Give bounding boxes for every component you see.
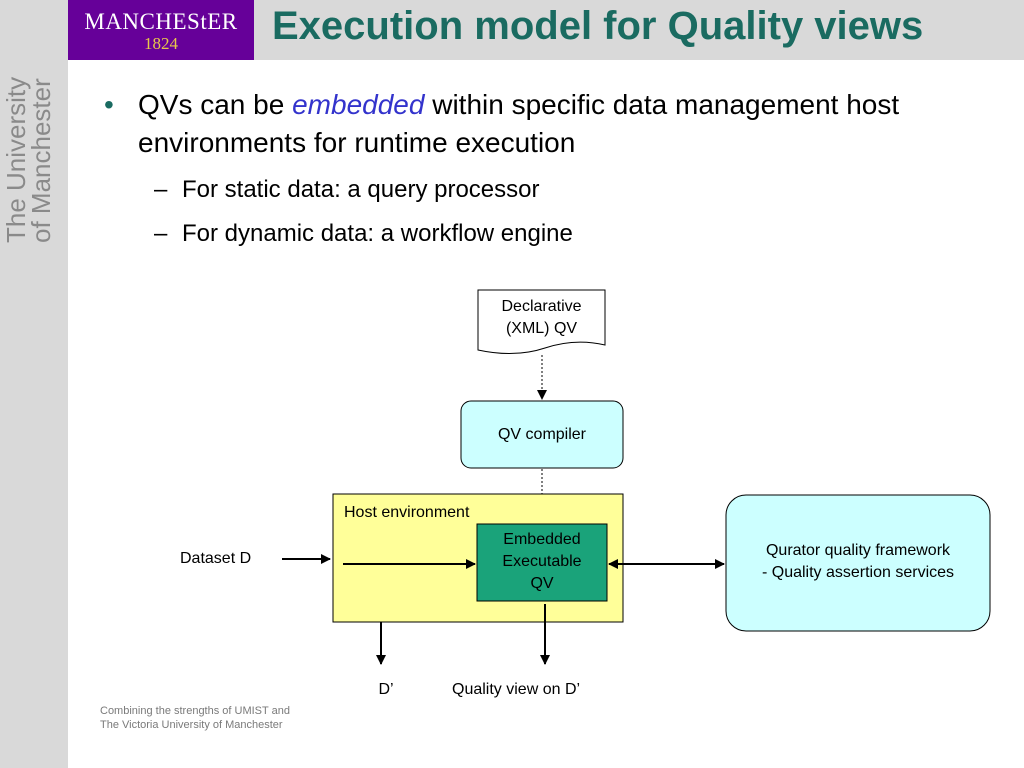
embedded-executable-label: Embedded Executable QV [477, 529, 607, 595]
bullet-dot-icon: • [104, 89, 114, 120]
embedded-label-line2: Executable [502, 553, 582, 570]
declarative-label-line1: Declarative [501, 298, 582, 315]
declarative-document-shape [477, 289, 606, 355]
embedded-label-line3: QV [530, 575, 554, 592]
declarative-label-line2: (XML) QV [505, 320, 578, 337]
sub-bullet-static: – For static data: a query processor [104, 174, 1014, 206]
dash-icon: – [154, 176, 168, 203]
dash-icon: – [154, 220, 168, 247]
output-d-label: D’ [378, 681, 394, 698]
qurator-label: Qurator quality framework - Quality asse… [726, 540, 990, 584]
embedded-label-line1: Embedded [503, 531, 581, 548]
footer-line2: The Victoria University of Manchester [100, 719, 283, 731]
qv-compiler-box [460, 400, 624, 469]
bullet-main: • QVs can be embedded within specific da… [104, 86, 1014, 162]
qv-compiler-label: QV compiler [497, 426, 587, 443]
embedded-executable-box [476, 523, 608, 602]
qurator-framework-box [725, 494, 991, 632]
bullet-main-post: within specific data management host env… [138, 89, 900, 158]
declarative-label: Declarative (XML) QV [478, 296, 605, 340]
bullet-list: • QVs can be embedded within specific da… [104, 86, 1014, 250]
logo-year: 1824 [144, 34, 178, 53]
bullet-main-emphasis: embedded [292, 89, 425, 120]
slide-title: Execution model for Quality views [272, 4, 924, 48]
host-environment-label: Host environment [344, 504, 470, 521]
footer-line1: Combining the strengths of UMIST and [100, 705, 290, 717]
output-qv-label: Quality view on D’ [452, 681, 581, 698]
logo-wordmark: MANCHEStER [84, 9, 238, 34]
qurator-label-line1: Qurator quality framework [765, 542, 951, 559]
sub-bullet-dynamic: – For dynamic data: a workflow engine [104, 218, 1014, 250]
left-sidebar-strip [0, 0, 68, 768]
sub-bullet-dynamic-text: For dynamic data: a workflow engine [182, 220, 573, 247]
bullet-main-pre: QVs can be [138, 89, 293, 120]
dataset-label: Dataset D [180, 550, 252, 567]
university-logo: MANCHEStER 1824 [68, 0, 254, 60]
qurator-label-line2: - Quality assertion services [761, 564, 955, 581]
sub-bullet-static-text: For static data: a query processor [182, 176, 540, 203]
footer-text: Combining the strengths of UMIST and The… [100, 704, 290, 732]
